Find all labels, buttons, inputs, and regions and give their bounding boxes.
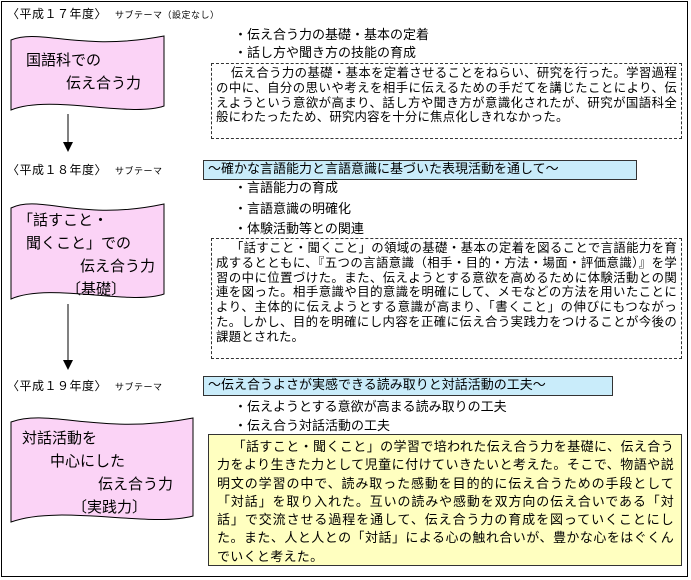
year-label: 〈平成１７年度〉: [7, 7, 108, 21]
bullet-item: ・話し方や聞き方の技能の育成: [234, 46, 417, 61]
bullet-item: ・伝え合う対話活動の工夫: [234, 419, 391, 434]
bullet-item: ・言語意識の明確化: [234, 202, 352, 217]
flag-title-line2: 中心にした: [50, 452, 126, 470]
description-box-h17: 伝え合う力の基礎・基本を定着させることをねらい、研究を行った。学習過程の中に、自…: [211, 63, 682, 139]
flag-title-line4: 〔実践力〕: [72, 498, 148, 516]
flag-h17: 国語科での 伝え合う力: [10, 32, 165, 114]
description-text: 伝え合う力の基礎・基本を定着させることをねらい、研究を行った。学習過程の中に、自…: [216, 65, 677, 125]
subtheme-label: サブテーマ: [115, 167, 163, 177]
subtheme-label: サブテーマ（設定なし）: [115, 11, 220, 21]
subtheme-label: サブテーマ: [115, 383, 163, 393]
description-box-h18: 「話すこと・聞くこと」の領域の基礎・基本の定着を図ることで言語能力を育成するとと…: [211, 238, 682, 359]
bullet-item: ・伝え合う力の基礎・基本の定着: [234, 28, 430, 43]
flag-title-line1: 国語科での: [26, 51, 102, 69]
description-text: 「話すこと・聞くこと」の領域の基礎・基本の定着を図ることで言語能力を育成するとと…: [216, 240, 677, 344]
year-label: 〈平成１９年度〉: [7, 379, 108, 393]
flag-h19: 対話活動を 中心にした 伝え合う力 〔実践力〕: [10, 412, 194, 526]
bullet-item: ・伝えようとする意欲が高まる読み取りの工夫: [234, 400, 507, 415]
flag-title-line1: 対話活動を: [22, 429, 98, 447]
bullet-item: ・体験活動等との関連: [234, 222, 364, 237]
flag-title-line4: 〔基礎〕: [66, 280, 127, 298]
flag-title-line3: 伝え合う力: [80, 257, 156, 275]
flag-title-line2: 聞くこと」での: [26, 234, 132, 252]
year-header-h17: 〈平成１７年度〉サブテーマ（設定なし）: [7, 5, 220, 22]
flag-title-line3: 伝え合う力: [98, 475, 174, 493]
year-header-h18: 〈平成１８年度〉サブテーマ: [7, 161, 163, 178]
year-header-h19: 〈平成１９年度〉サブテーマ: [7, 377, 163, 394]
description-box-h19: 「話すこと・聞くこと」の学習で培われた伝え合う力を基礎に、伝え合う力をより生きた…: [208, 434, 682, 566]
bullet-item: ・言語能力の育成: [234, 181, 339, 196]
subtheme-box-h19: ～伝え合うよさが実感できる読み取りと対話活動の工夫～: [203, 376, 613, 396]
flag-title-line2: 伝え合う力: [66, 74, 142, 92]
flag-h18: 「話すこと・ 聞くこと」での 伝え合う力 〔基礎〕: [10, 198, 165, 304]
description-text: 「話すこと・聞くこと」の学習で培われた伝え合う力を基礎に、伝え合う力をより生きた…: [217, 440, 674, 565]
flag-shape: [10, 203, 165, 300]
flag-shape: [10, 417, 194, 523]
subtheme-box-h18: ～確かな言語能力と言語意識に基づいた表現活動を通して～: [203, 160, 637, 180]
flag-title-line1: 「話すこと・: [18, 211, 109, 229]
flag-shape: [10, 35, 165, 111]
flow-arrow: [63, 304, 73, 370]
year-label: 〈平成１８年度〉: [7, 163, 108, 177]
flow-arrow: [63, 114, 73, 152]
